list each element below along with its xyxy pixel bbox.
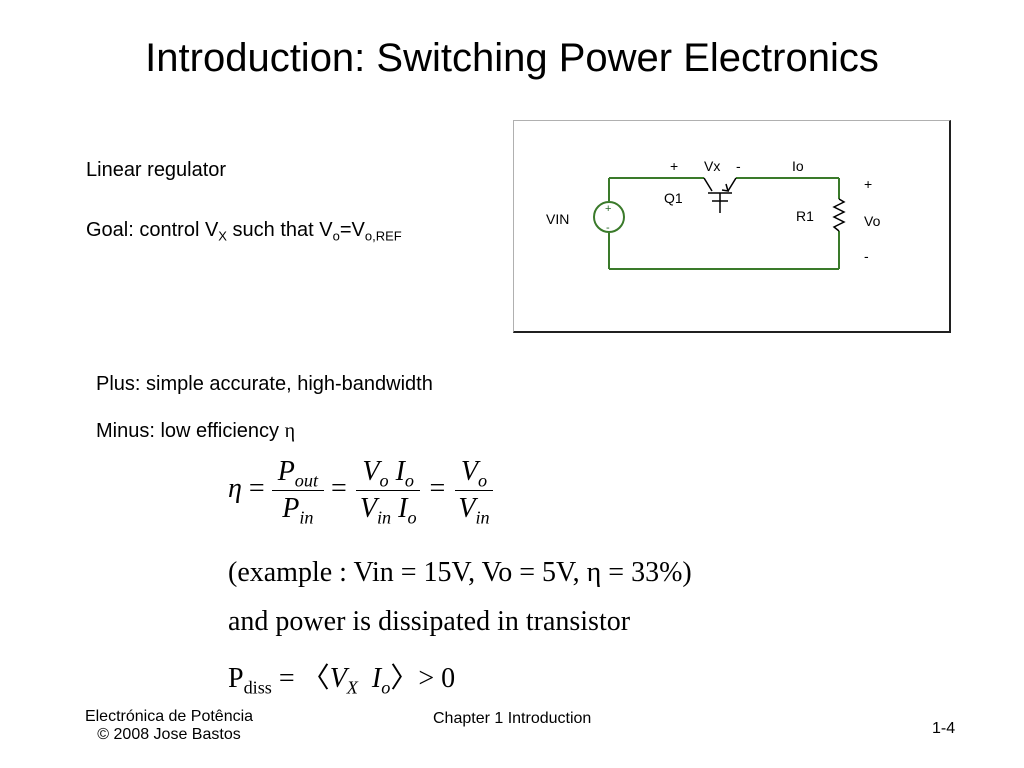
eq-v-den: V bbox=[359, 493, 377, 524]
eq-equals-3: = bbox=[429, 472, 446, 504]
resistor-r1 bbox=[832, 198, 846, 232]
source-plus: + bbox=[605, 203, 611, 215]
pdiss-sub: diss bbox=[243, 677, 272, 698]
circuit-plus-right: + bbox=[864, 176, 872, 192]
pdiss-eq: = 〈 bbox=[271, 663, 330, 694]
transistor-q1 bbox=[703, 177, 737, 213]
footer-course: Electrónica de Potência © 2008 Jose Bast… bbox=[64, 708, 274, 744]
eq-vin-sub: in bbox=[376, 507, 392, 528]
goal-o-sub: o bbox=[332, 228, 340, 244]
linear-regulator-label: Linear regulator bbox=[86, 159, 227, 181]
fraction-v: Vo Vin bbox=[452, 456, 495, 528]
eq-p-out: P bbox=[277, 456, 295, 487]
dissipated-line: and power is dissipated in transistor bbox=[228, 606, 631, 637]
eq-vo-sub: o bbox=[379, 470, 389, 491]
circuit-minus-top: - bbox=[736, 158, 741, 174]
minus-label: Minus: low efficiency bbox=[96, 420, 285, 442]
eq-vo-sub-2: o bbox=[477, 470, 488, 491]
eq-io-sub: o bbox=[404, 470, 414, 491]
example-line: (example : Vin = 15V, Vo = 5V, η = 33%) bbox=[228, 557, 692, 588]
pdiss-i: I bbox=[371, 663, 382, 694]
fraction-power: Pout Pin bbox=[271, 456, 325, 528]
goal-ref-sub: o,REF bbox=[364, 228, 402, 244]
pdiss-line: Pdiss = 〈VX Io〉> 0 bbox=[228, 656, 455, 696]
circuit-svg: + Vx - Io + Q1 R1 VIN Vo - + - bbox=[546, 158, 881, 270]
goal-x-sub: X bbox=[218, 228, 227, 244]
eq-p-in: P bbox=[282, 493, 300, 524]
minus-text: Minus: low efficiency η bbox=[96, 420, 295, 443]
circuit-r1-label: R1 bbox=[796, 208, 814, 224]
plus-text: Plus: simple accurate, high-bandwidth bbox=[96, 373, 433, 395]
eq-in-sub: in bbox=[299, 507, 314, 528]
goal-prefix: Goal: control V bbox=[86, 219, 219, 241]
eq-vin-sub-2: in bbox=[475, 507, 490, 528]
eq-io-den-sub: o bbox=[407, 507, 417, 528]
footer-course-line1: Electrónica de Potência bbox=[84, 708, 254, 725]
footer-course-line2: © 2008 Jose Bastos bbox=[97, 726, 241, 743]
eq-eta: η bbox=[228, 472, 242, 504]
eq-equals-1: = bbox=[248, 472, 265, 504]
circuit-q1-label: Q1 bbox=[664, 190, 683, 206]
eq-i-den: I bbox=[398, 493, 408, 524]
footer-chapter: Chapter 1 Introduction bbox=[433, 710, 592, 727]
footer-page-number: 1-4 bbox=[932, 720, 956, 737]
goal-eq: =V bbox=[339, 219, 365, 241]
pdiss-v: V bbox=[329, 663, 347, 694]
eq-v-den-2: V bbox=[458, 493, 476, 524]
efficiency-equation: η = Pout Pin = Vo Io Vin Io = Vo Vin bbox=[228, 456, 496, 528]
eq-i-num: I bbox=[395, 456, 405, 487]
pdiss-o-sub: o bbox=[381, 677, 391, 698]
eq-v-num-2: V bbox=[460, 456, 478, 487]
source-minus: - bbox=[606, 222, 610, 234]
circuit-vin-label: VIN bbox=[546, 211, 569, 227]
pdiss-p: P bbox=[228, 663, 244, 694]
voltage-source bbox=[593, 201, 625, 233]
circuit-vx-label: Vx bbox=[704, 158, 720, 174]
eq-out-sub: out bbox=[294, 470, 319, 491]
eq-v-num: V bbox=[362, 456, 380, 487]
goal-text: Goal: control VX such that Vo=Vo,REF bbox=[86, 219, 402, 244]
circuit-plus-left: + bbox=[670, 158, 678, 174]
circuit-io-label: Io bbox=[792, 158, 804, 174]
pdiss-x-sub: X bbox=[346, 677, 358, 698]
circuit-diagram: + Vx - Io + Q1 R1 VIN Vo - + - bbox=[513, 120, 951, 333]
pdiss-end: 〉> 0 bbox=[390, 663, 456, 694]
eq-equals-2: = bbox=[331, 472, 347, 504]
goal-mid: such that V bbox=[226, 219, 333, 241]
fraction-vi: Vo Io Vin Io bbox=[354, 456, 423, 528]
eta-symbol-text: η bbox=[284, 420, 296, 442]
circuit-vo-label: Vo bbox=[864, 213, 881, 229]
slide-title: Introduction: Switching Power Electronic… bbox=[145, 36, 879, 80]
circuit-minus-right: - bbox=[864, 248, 869, 264]
